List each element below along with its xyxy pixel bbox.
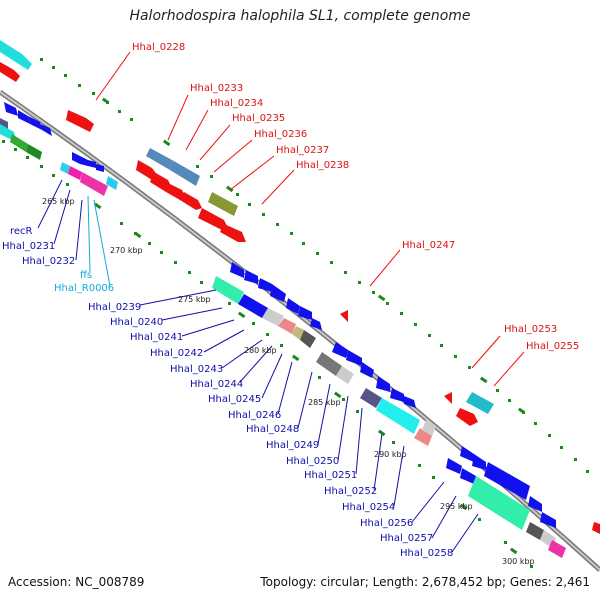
label-hhal-0231: Hhal_0231	[2, 241, 55, 252]
label-recR: recR	[10, 226, 33, 237]
label-hhal-0240: Hhal_0240	[110, 317, 163, 328]
label-hhal-0258: Hhal_0258	[400, 548, 453, 559]
outer-strand-genes	[0, 40, 600, 534]
label-hhal-0257: Hhal_0257	[380, 533, 433, 544]
map-title: Halorhodospira halophila SL1, complete g…	[129, 8, 471, 24]
gene-red-c	[444, 392, 452, 404]
gene-hhal-0238	[180, 192, 202, 210]
label-hhal-r0006: Hhal_R0006	[54, 283, 114, 294]
label-hhal-0249: Hhal_0249	[266, 440, 319, 451]
gene-hhal-0234	[170, 160, 200, 186]
label-hhal-0247: Hhal_0247	[402, 240, 455, 251]
label-hhal-0245: Hhal_0245	[208, 394, 261, 405]
label-hhal-0234: Hhal_0234	[210, 98, 263, 109]
gene-hhal-0228	[66, 110, 94, 132]
label-hhal-0244: Hhal_0244	[190, 379, 243, 390]
gene-red-a	[198, 208, 228, 230]
scale-290-kbp: 290 kbp	[374, 450, 407, 459]
gene-olive	[208, 192, 238, 216]
gene-red-b	[220, 224, 246, 242]
accession-text: Accession: NC_008789	[8, 575, 145, 589]
label-hhal-0254: Hhal_0254	[342, 502, 395, 513]
label-hhal-0243: Hhal_0243	[170, 364, 223, 375]
inner-tick-track	[2, 140, 533, 568]
gene-hhal-0233	[146, 148, 172, 170]
label-hhal-0236: Hhal_0236	[254, 129, 307, 140]
label-hhal-0228: Hhal_0228	[132, 42, 185, 53]
label-hhal-0252: Hhal_0252	[324, 486, 377, 497]
red-labels: Hhal_0228 Hhal_0233 Hhal_0234 Hhal_0235 …	[132, 42, 579, 352]
label-hhal-0255: Hhal_0255	[526, 341, 579, 352]
scale-270-kbp: 270 kbp	[110, 246, 143, 255]
scale-labels: 265 kbp 270 kbp 275 kbp 280 kbp 285 kbp …	[42, 197, 535, 566]
scale-265-kbp: 265 kbp	[42, 197, 75, 206]
gene-red-topleft	[0, 62, 20, 82]
gene-hhal-0237	[166, 184, 186, 200]
gene-hhal-0255	[456, 408, 478, 426]
gene-hhal-0235	[136, 160, 158, 180]
label-hhal-0246: Hhal_0246	[228, 410, 281, 421]
label-hhal-0251: Hhal_0251	[304, 470, 357, 481]
blue-leader-lines	[37, 179, 479, 553]
scale-280-kbp: 280 kbp	[244, 346, 277, 355]
gene-hhal-0236	[150, 172, 172, 192]
scale-275-kbp: 275 kbp	[178, 295, 211, 304]
label-hhal-0250: Hhal_0250	[286, 456, 339, 467]
scale-300-kbp: 300 kbp	[502, 557, 535, 566]
red-leader-lines	[95, 51, 525, 387]
inner-strand-genes	[0, 102, 566, 558]
label-hhal-0248: Hhal_0248	[246, 424, 299, 435]
gene-red-right	[592, 522, 600, 534]
label-hhal-0232: Hhal_0232	[22, 256, 75, 267]
outer-tick-track	[40, 58, 589, 473]
label-hhal-0239: Hhal_0239	[88, 302, 141, 313]
label-hhal-0256: Hhal_0256	[360, 518, 413, 529]
label-hhal-0237: Hhal_0237	[276, 145, 329, 156]
gene-hhal-0247	[340, 310, 348, 322]
scale-295-kbp: 295 kbp	[440, 502, 473, 511]
topology-summary: Topology: circular; Length: 2,678,452 bp…	[260, 575, 590, 589]
label-hhal-0253: Hhal_0253	[504, 324, 557, 335]
label-hhal-0235: Hhal_0235	[232, 113, 285, 124]
cyan-labels: ffs Hhal_R0006	[54, 270, 114, 294]
gene-cyan-topleft	[0, 40, 32, 70]
scale-285-kbp: 285 kbp	[308, 398, 341, 407]
gene-hhal-0253	[466, 392, 494, 414]
blue-labels: recR Hhal_0231 Hhal_0232 Hhal_0239 Hhal_…	[2, 226, 453, 559]
label-hhal-0238: Hhal_0238	[296, 160, 349, 171]
label-ffs: ffs	[80, 270, 92, 281]
cyan-leader-lines	[87, 195, 111, 287]
label-hhal-0241: Hhal_0241	[130, 332, 183, 343]
label-hhal-0233: Hhal_0233	[190, 83, 243, 94]
label-hhal-0242: Hhal_0242	[150, 348, 203, 359]
